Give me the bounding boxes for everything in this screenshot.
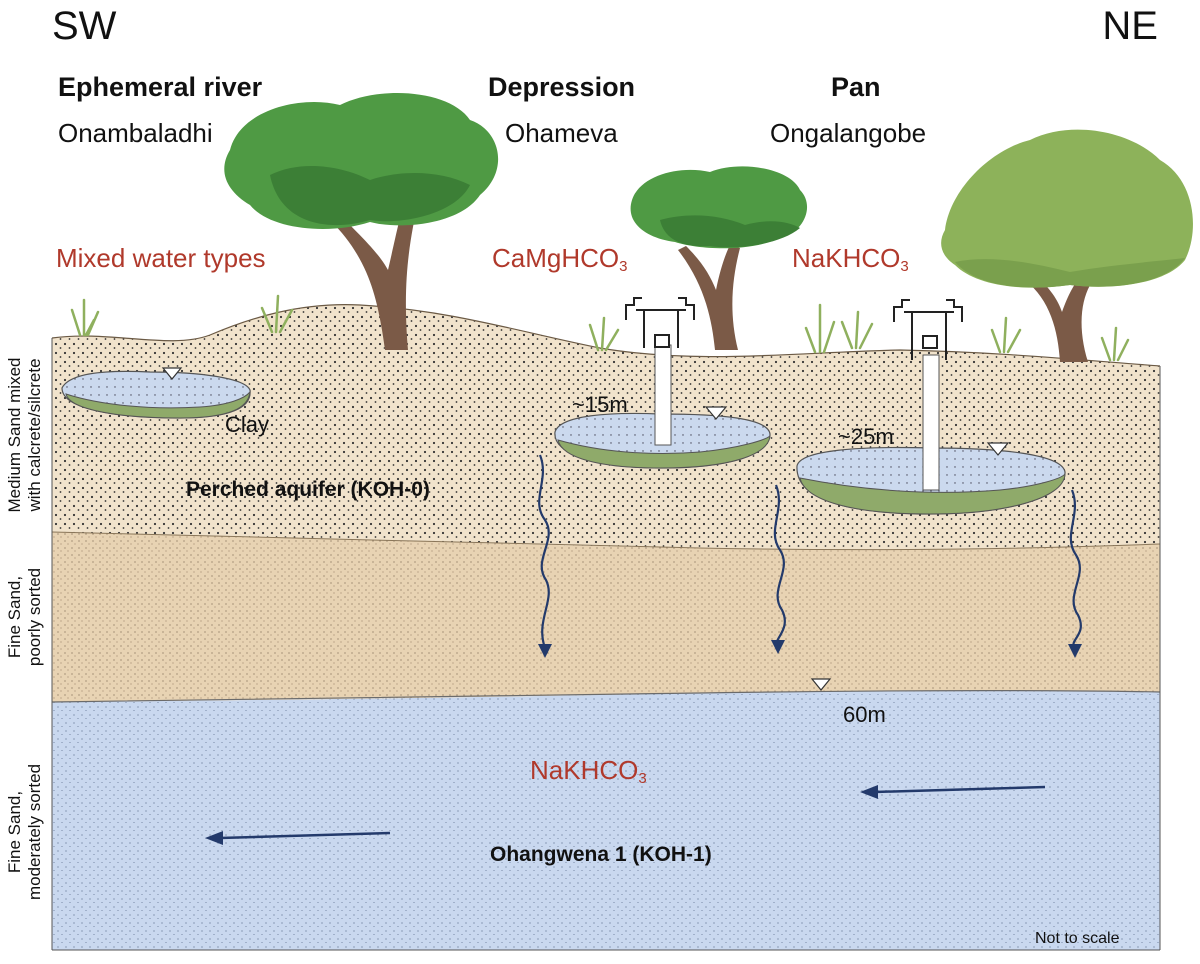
tree-middle — [630, 166, 808, 350]
water-table-marker-depression — [704, 406, 728, 420]
water-table-marker-regional — [810, 678, 832, 691]
direction-ne: NE — [1102, 4, 1158, 48]
layer-boundary-1 — [51, 531, 1161, 551]
site-type-pan: Pan — [831, 72, 881, 102]
water-type-camghco3: CaMgHCO3 — [492, 243, 628, 275]
river-perched-lens — [61, 370, 251, 419]
flow-arrows — [205, 785, 1046, 845]
grass-tufts — [70, 294, 1130, 362]
depth-depression-label: ~15m — [572, 392, 628, 417]
site-name-ongalangobe: Ongalangobe — [770, 118, 927, 148]
water-type-mixed: Mixed water types — [56, 243, 266, 273]
water-table-marker-pan — [986, 442, 1010, 456]
fine-sand-layer — [52, 532, 1160, 702]
layer-label-fine-sand-moderately: Fine Sand,moderately sorted — [5, 763, 44, 901]
site-type-ephemeral-river: Ephemeral river — [58, 72, 263, 102]
depth-pan-label: ~25m — [838, 424, 894, 449]
clay-label: Clay — [225, 412, 270, 437]
direction-sw: SW — [52, 4, 117, 48]
water-table-marker-river — [161, 367, 183, 380]
ground-surface — [51, 304, 1161, 367]
perched-aquifer-label: Perched aquifer (KOH-0) — [186, 478, 430, 501]
depth-regional-label: 60m — [843, 702, 886, 727]
water-type-nakhco3-pan: NaKHCO3 — [792, 243, 909, 275]
recharge-arrowheads — [538, 640, 1082, 658]
regional-aquifer-label: Ohangwena 1 (KOH-1) — [490, 843, 712, 866]
tree-right — [941, 129, 1193, 362]
tree-large-left — [224, 93, 499, 350]
site-name-onambaladhi: Onambaladhi — [58, 118, 213, 148]
layer-label-fine-sand-poorly: Fine Sand,poorly sorted — [5, 567, 44, 667]
regional-aquifer-layer — [52, 690, 1160, 950]
site-name-ohameva: Ohameva — [505, 118, 618, 148]
recharge-arrows — [538, 454, 1082, 649]
site-type-depression: Depression — [488, 72, 636, 102]
well-depression — [625, 297, 695, 446]
regional-water-type: NaKHCO3 — [530, 755, 647, 787]
well-pan — [893, 299, 963, 491]
scale-note: Not to scale — [1035, 930, 1120, 947]
